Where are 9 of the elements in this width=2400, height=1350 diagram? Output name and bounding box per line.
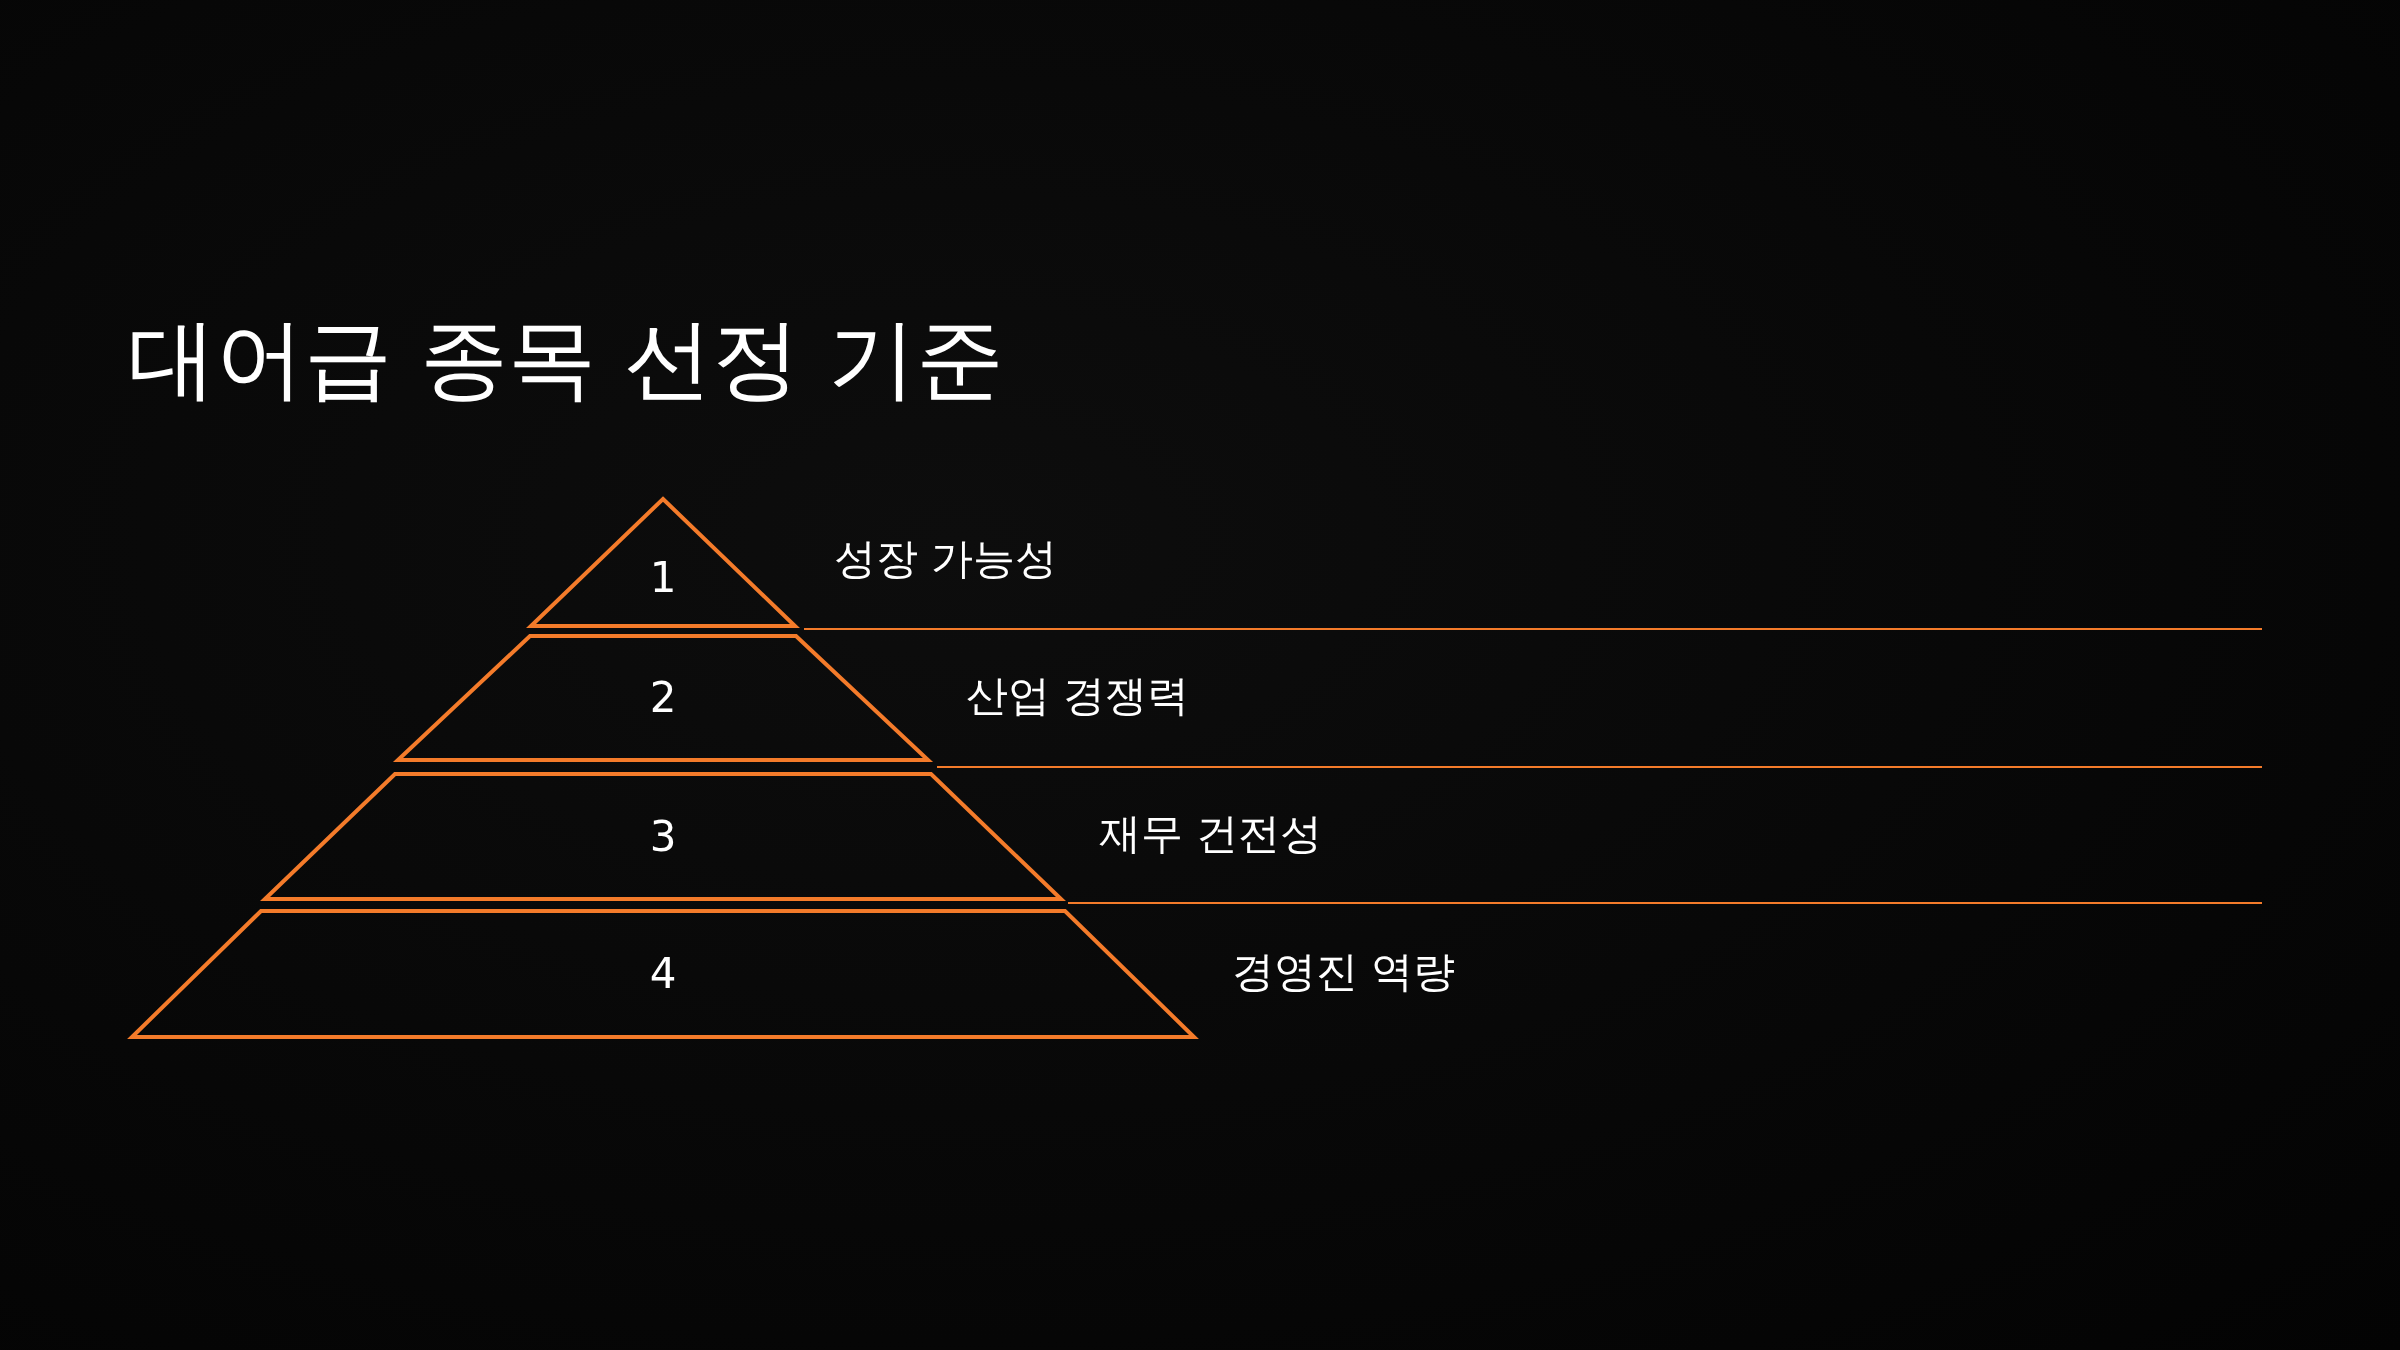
- tier-label: 재무 건전성: [1099, 808, 1323, 860]
- tier-number: 3: [649, 815, 677, 858]
- tier-label: 경영진 역량: [1232, 946, 1456, 998]
- title: 대어급 종목 선정 기준: [128, 306, 1004, 412]
- tier-number: 1: [649, 557, 677, 600]
- tier-number: 2: [649, 677, 677, 719]
- tier-label: 성장 가능성: [834, 533, 1058, 585]
- tier-number: 4: [649, 953, 677, 995]
- tier-label: 산업 경쟁력: [966, 670, 1190, 722]
